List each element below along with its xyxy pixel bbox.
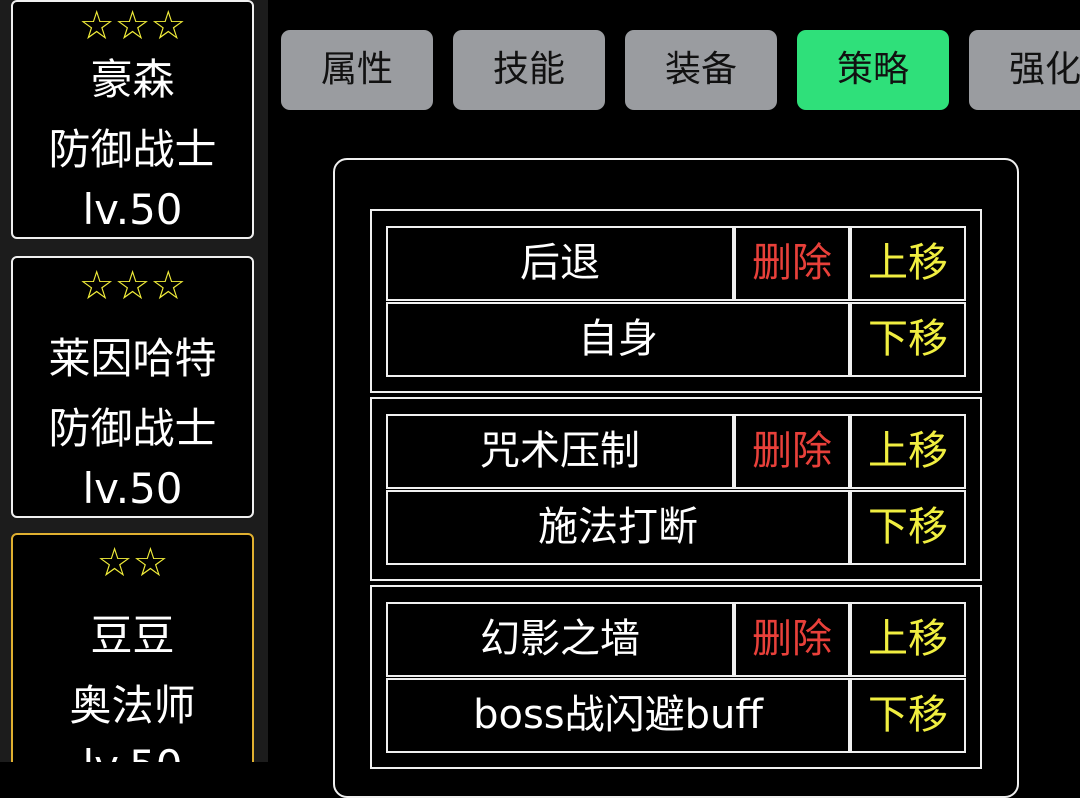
delete-button[interactable]: 删除 <box>734 226 850 301</box>
move-down-button[interactable]: 下移 <box>850 302 966 377</box>
tab-0[interactable]: 属性 <box>281 30 433 110</box>
character-class: 防御战士 <box>48 125 217 174</box>
tab-1[interactable]: 技能 <box>453 30 605 110</box>
character-card[interactable]: ☆☆☆ 莱因哈特防御战士 lv.50 <box>11 256 254 518</box>
tab-3[interactable]: 策略 <box>797 30 949 110</box>
move-up-button[interactable]: 上移 <box>850 414 966 489</box>
rule-condition[interactable]: 自身 <box>386 302 850 377</box>
delete-button[interactable]: 删除 <box>734 414 850 489</box>
character-level: lv.50 <box>82 185 183 234</box>
tab-4[interactable]: 强化 <box>969 30 1080 110</box>
strategy-rule <box>370 209 982 393</box>
delete-button[interactable]: 删除 <box>734 602 850 677</box>
strategy-rule <box>370 397 982 581</box>
rule-action[interactable]: 咒术压制 <box>386 414 734 489</box>
move-down-button[interactable]: 下移 <box>850 678 966 753</box>
character-class: 防御战士 <box>48 404 217 453</box>
star-rating-icon: ☆☆ <box>96 540 169 586</box>
character-list[interactable]: ☆☆☆豪森防御战士lv.50☆☆☆莱因哈特防御战士lv.50☆☆豆豆奥法师lv.… <box>0 0 268 762</box>
character-class: 奥法师 <box>69 681 196 730</box>
character-level: lv.50 <box>13 741 252 762</box>
character-name: 豪森 <box>90 55 175 104</box>
character-name: 莱因哈特 <box>48 334 217 383</box>
character-card[interactable]: ☆☆☆ 豪森防御战士 lv.50 <box>11 0 254 239</box>
move-up-button[interactable]: 上移 <box>850 602 966 677</box>
rule-action[interactable]: 后退 <box>386 226 734 301</box>
move-up-button[interactable]: 上移 <box>850 226 966 301</box>
tab-2[interactable]: 装备 <box>625 30 777 110</box>
rule-condition[interactable]: boss战闪避buff <box>386 678 850 753</box>
move-down-button[interactable]: 下移 <box>850 490 966 565</box>
character-name: 豆豆 <box>90 611 175 660</box>
rule-condition[interactable]: 施法打断 <box>386 490 850 565</box>
rule-action[interactable]: 幻影之墙 <box>386 602 734 677</box>
character-level: lv.50 <box>82 464 183 513</box>
star-rating-icon: ☆☆☆ <box>78 263 187 309</box>
star-rating-icon: ☆☆☆ <box>78 3 187 49</box>
